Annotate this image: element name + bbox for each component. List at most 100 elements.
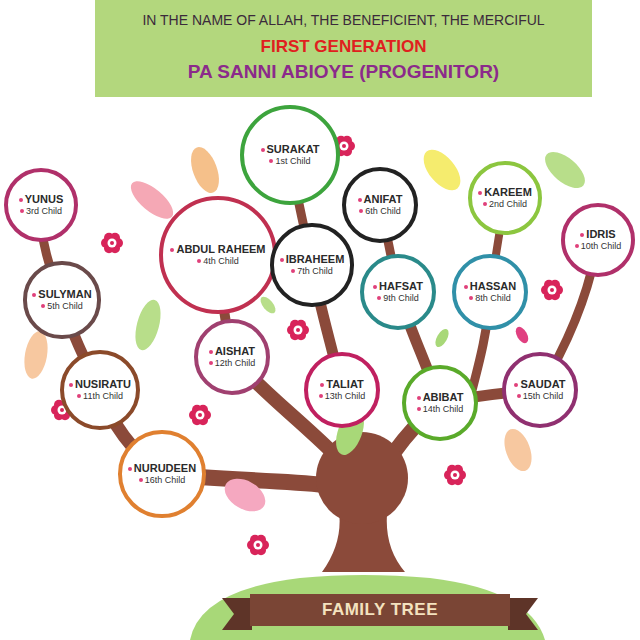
ground [190,575,545,640]
invocation-text: IN THE NAME OF ALLAH, THE BENEFICIENT, T… [142,11,544,29]
text-line: HASSAN [464,280,516,293]
bullet-dot [469,296,473,300]
bullet-dot [514,383,518,387]
birth-order: 9th Child [383,293,419,304]
text-line: TALIAT [320,378,363,391]
bullet-dot [20,209,24,213]
bullet-dot [320,383,324,387]
bullet-dot [128,467,132,471]
text-line: 16th Child [139,475,186,486]
child-circle: NUSIRATU11th Child [60,350,140,430]
bullet-dot [517,394,521,398]
child-name: NUSIRATU [75,378,131,391]
birth-order: 13th Child [325,391,366,402]
branches [40,155,598,485]
bullet-dot [478,191,482,195]
text-line: IBRAHEEM [280,253,345,266]
bullet-dot [280,258,284,262]
bullet-dot [261,148,265,152]
text-line: 9th Child [377,293,419,304]
birth-order: 2nd Child [489,199,527,210]
birth-order: 6th Child [365,206,401,217]
child-name: AISHAT [215,345,255,358]
text-line: 8th Child [469,293,511,304]
child-name: SAUDAT [520,378,565,391]
bullet-dot [32,293,36,297]
progenitor-name: PA SANNI ABIOYE (PROGENITOR) [188,59,499,86]
bullet-dot [269,159,273,163]
child-circle: NURUDEEN16th Child [118,430,205,517]
birth-order: 14th Child [423,404,464,415]
child-circle: ABIBAT14th Child [402,365,478,441]
text-line: 11th Child [77,391,123,402]
child-name: HAFSAT [379,280,423,293]
text-line: 15th Child [517,391,564,402]
child-name: HASSAN [470,280,516,293]
birth-order: 1st Child [275,156,310,167]
bullet-dot [359,209,363,213]
text-line: AISHAT [209,345,255,358]
child-name: KAREEM [484,186,532,199]
child-name: YUNUS [25,193,64,206]
bullet-dot [377,296,381,300]
child-circle: HASSAN8th Child [452,254,528,330]
child-circle: IDRIS10th Child [561,203,635,277]
child-circle: AISHAT12th Child [194,319,270,395]
child-name: ABDUL RAHEEM [176,243,265,256]
bullet-dot [319,394,323,398]
child-circle: ABDUL RAHEEM4th Child [159,196,278,315]
text-line: ANIFAT [358,193,403,206]
birth-order: 15th Child [523,391,564,402]
bullet-dot [170,248,174,252]
child-name: ANIFAT [364,193,403,206]
child-circle: ANIFAT6th Child [342,167,418,243]
child-circle: YUNUS3rd Child [4,168,78,242]
child-name: IDRIS [586,228,615,241]
birth-order: 11th Child [83,391,123,402]
ribbon-tail [222,598,252,630]
text-line: NUSIRATU [69,378,131,391]
text-line: SULYMAN [32,288,91,301]
text-line: 5th Child [41,301,83,312]
bullet-dot [77,394,81,398]
bullet-dot [373,285,377,289]
child-name: IBRAHEEM [286,253,345,266]
bullet-dot [417,407,421,411]
text-line: SAUDAT [514,378,565,391]
header-band: IN THE NAME OF ALLAH, THE BENEFICIENT, T… [95,0,592,97]
bullet-dot [417,396,421,400]
birth-order: 12th Child [215,358,256,369]
birth-order: 8th Child [475,293,511,304]
child-circle: SURAKAT1st Child [240,105,340,205]
birth-order: 7th Child [297,266,333,277]
text-line: KAREEM [478,186,532,199]
text-line: 6th Child [359,206,401,217]
child-name: SULYMAN [38,288,91,301]
trunk-knot [316,432,408,524]
text-line: 7th Child [291,266,333,277]
bullet-dot [358,198,362,202]
bullet-dot [575,244,579,248]
title-ribbon: FAMILY TREE [250,594,510,626]
child-name: NURUDEEN [134,462,196,475]
child-name: TALIAT [326,378,363,391]
text-line: 3rd Child [20,206,62,217]
child-circle: SAUDAT15th Child [502,352,578,428]
child-circle: IBRAHEEM7th Child [270,223,353,306]
bullet-dot [291,269,295,273]
child-circle: KAREEM2nd Child [468,161,542,235]
child-circle: TALIAT13th Child [304,352,380,428]
text-line: NURUDEEN [128,462,196,475]
bullet-dot [19,198,23,202]
text-line: ABIBAT [417,391,464,404]
birth-order: 10th Child [581,241,622,252]
child-name: ABIBAT [423,391,464,404]
bullet-dot [209,350,213,354]
bullet-dot [464,285,468,289]
text-line: 4th Child [197,256,239,267]
bullet-dot [209,361,213,365]
birth-order: 16th Child [145,475,186,486]
text-line: 12th Child [209,358,256,369]
child-name: SURAKAT [267,143,320,156]
bullet-dot [41,304,45,308]
